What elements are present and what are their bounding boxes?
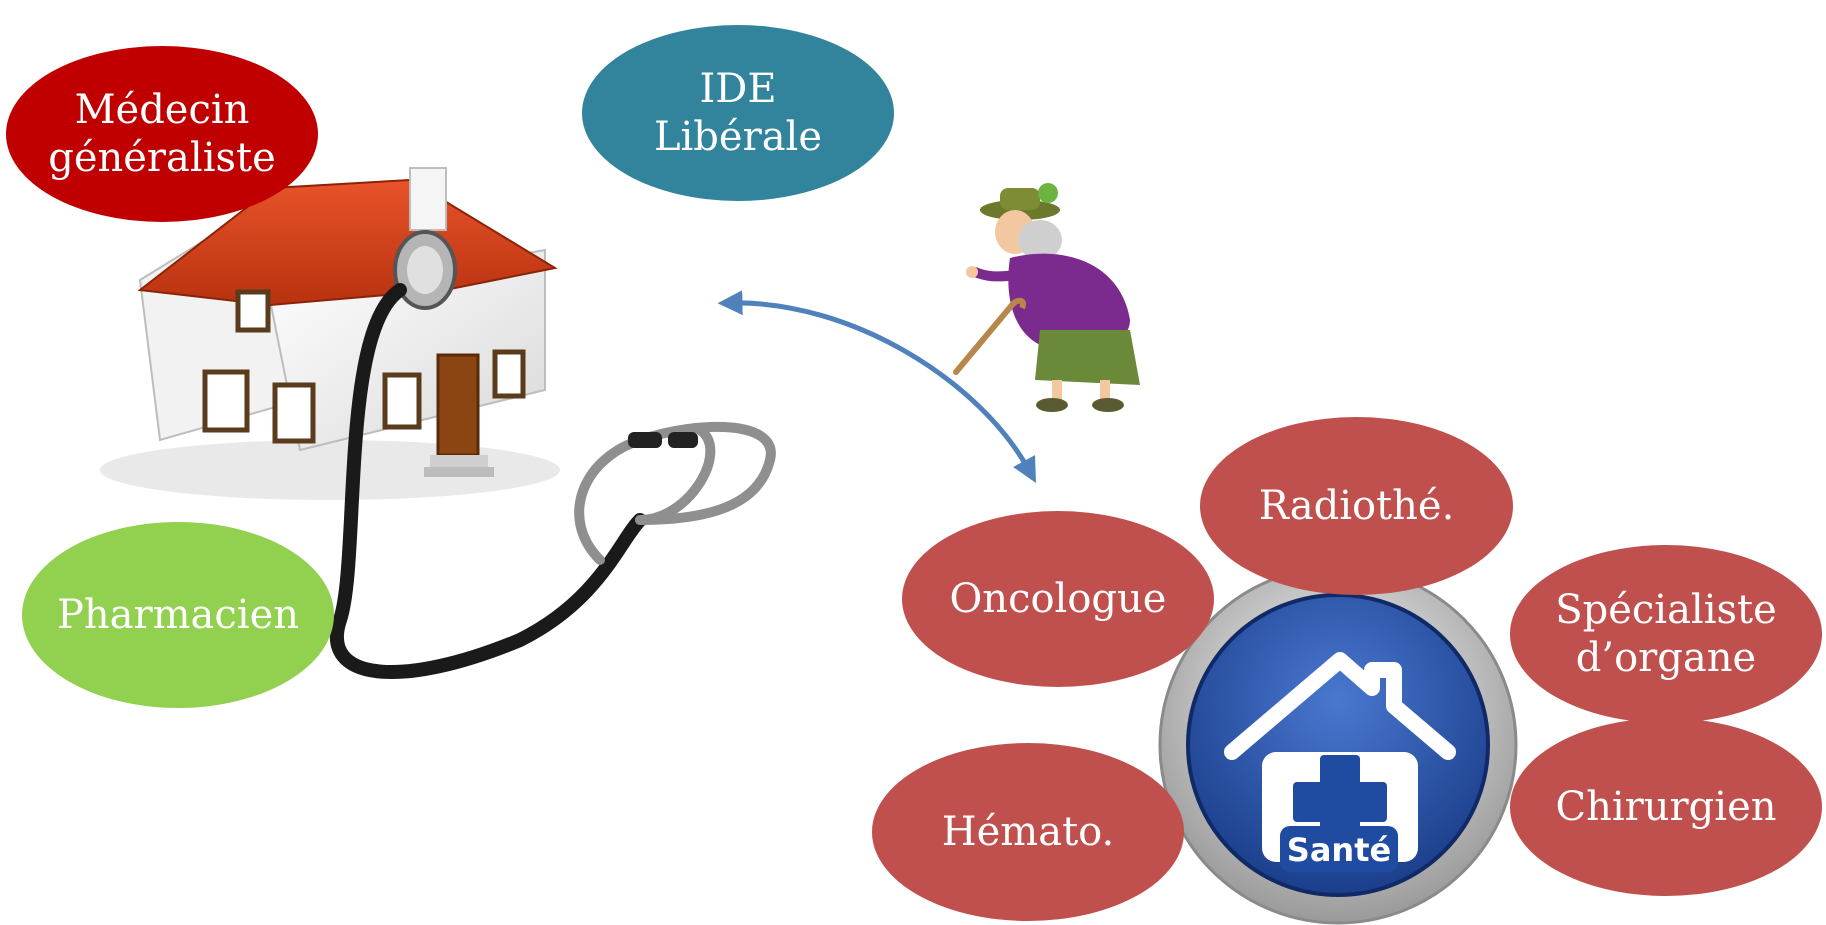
radiotherapie-bubble: Radiothé. — [1200, 417, 1513, 595]
pharmacien-bubble: Pharmacien — [22, 522, 334, 708]
house-with-stethoscope-icon — [100, 167, 776, 679]
hematologue-bubble: Hémato. — [872, 743, 1184, 921]
bubble-line: généraliste — [48, 135, 276, 181]
bubble-line: Libérale — [653, 114, 823, 160]
ide-liberale-bubble: IDE Libérale — [582, 25, 894, 201]
bubble-label: Radiothé. — [1258, 483, 1455, 529]
bubble-line: d’organe — [1575, 635, 1757, 681]
bubble-line: Médecin — [74, 87, 250, 133]
specialiste-organe-bubble: Spécialiste d’organe — [1510, 545, 1822, 723]
chirurgien-bubble: Chirurgien — [1510, 718, 1822, 896]
bubble-label: Pharmacien — [56, 592, 300, 638]
oncologue-bubble: Oncologue — [902, 511, 1214, 687]
health-house-cross-badge-icon — [1158, 565, 1518, 925]
bubble-line: Spécialiste — [1555, 587, 1777, 633]
medecin-generaliste-bubble: Médecin généraliste — [6, 46, 318, 222]
bubble-label: Chirurgien — [1555, 784, 1777, 830]
bubble-line: IDE — [699, 66, 777, 112]
elderly-woman-with-cane-icon — [953, 183, 1140, 412]
bubble-label: Hémato. — [941, 809, 1115, 855]
bubble-label: Oncologue — [949, 576, 1167, 622]
double-headed-arrow-icon — [717, 290, 1036, 483]
sante-label: Santé — [1286, 831, 1392, 869]
